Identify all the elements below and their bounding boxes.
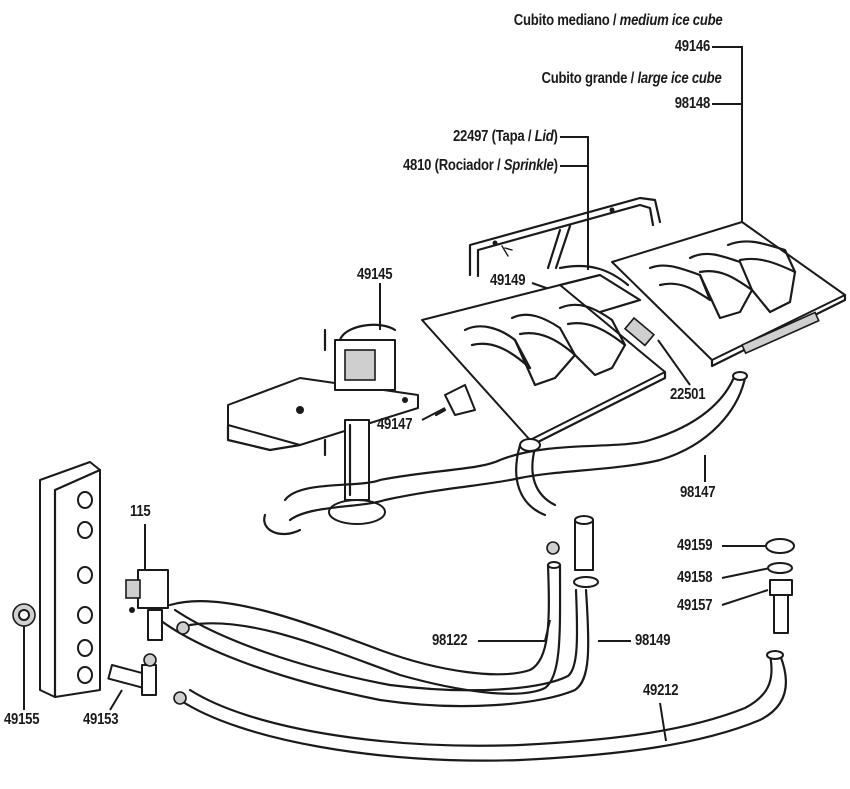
label-49158: 49158: [677, 569, 713, 586]
water-pump: [226, 323, 419, 525]
leader-lid: [560, 136, 589, 270]
back-panel: [39, 461, 102, 699]
label-98149: 98149: [635, 632, 671, 649]
label-49146: 49146: [674, 38, 711, 55]
label-98122: 98122: [432, 632, 468, 649]
label-sprinkle-en: Sprinkle: [504, 157, 554, 174]
label-49155: 49155: [4, 711, 40, 728]
label-medium-es: Cubito mediano /: [513, 12, 620, 29]
hose-49212: [178, 650, 788, 762]
bracket-49147: [434, 384, 476, 417]
medium-ice-cube-evaporator: [421, 264, 667, 448]
large-ice-cube-evaporator: [611, 221, 847, 368]
label-98148: 98148: [674, 95, 711, 112]
drain-parts: [546, 515, 795, 634]
solenoid-valve: [125, 569, 190, 641]
nut-49155: [12, 603, 36, 627]
label-lid-en: Lid: [534, 128, 554, 145]
label-49145: 49145: [357, 266, 393, 283]
label-lid-post: ): [553, 128, 558, 145]
label-sprinkle-post: ): [553, 157, 558, 174]
fitting-49153: [107, 653, 187, 705]
leader-49212: [659, 702, 667, 742]
label-98147: 98147: [680, 484, 716, 501]
label-sprinkle: 4810 (Rociador / Sprinkle): [403, 157, 558, 175]
leader-49147: [421, 407, 446, 421]
label-lid-pre: 22497 (Tapa /: [453, 128, 535, 145]
label-large-en: large ice cube: [637, 70, 722, 87]
label-medium-en: medium ice cube: [619, 12, 722, 29]
leader-22501: [657, 339, 691, 386]
label-49159: 49159: [677, 537, 713, 554]
label-sprinkle-pre: 4810 (Rociador /: [403, 157, 505, 174]
leader-49157: [721, 589, 769, 606]
hoses: [158, 561, 590, 708]
label-49153: 49153: [83, 711, 119, 728]
label-22501: 22501: [670, 386, 706, 403]
label-49212: 49212: [643, 682, 679, 699]
label-large-ice-cube: Cubito grande / large ice cube: [542, 70, 722, 88]
label-large-es: Cubito grande /: [541, 70, 638, 87]
label-115: 115: [130, 503, 151, 520]
leader-49153: [109, 689, 123, 711]
label-lid: 22497 (Tapa / Lid): [453, 128, 558, 146]
label-49157: 49157: [677, 597, 713, 614]
tube-98147: [263, 371, 748, 536]
leader-49158: [721, 567, 771, 579]
leader-98122: [478, 619, 551, 642]
leader-49146: [712, 46, 743, 222]
label-49147: 49147: [377, 416, 413, 433]
lid-bracket: [468, 196, 662, 278]
label-49149: 49149: [490, 272, 526, 289]
label-medium-ice-cube: Cubito mediano / medium ice cube: [513, 12, 722, 30]
